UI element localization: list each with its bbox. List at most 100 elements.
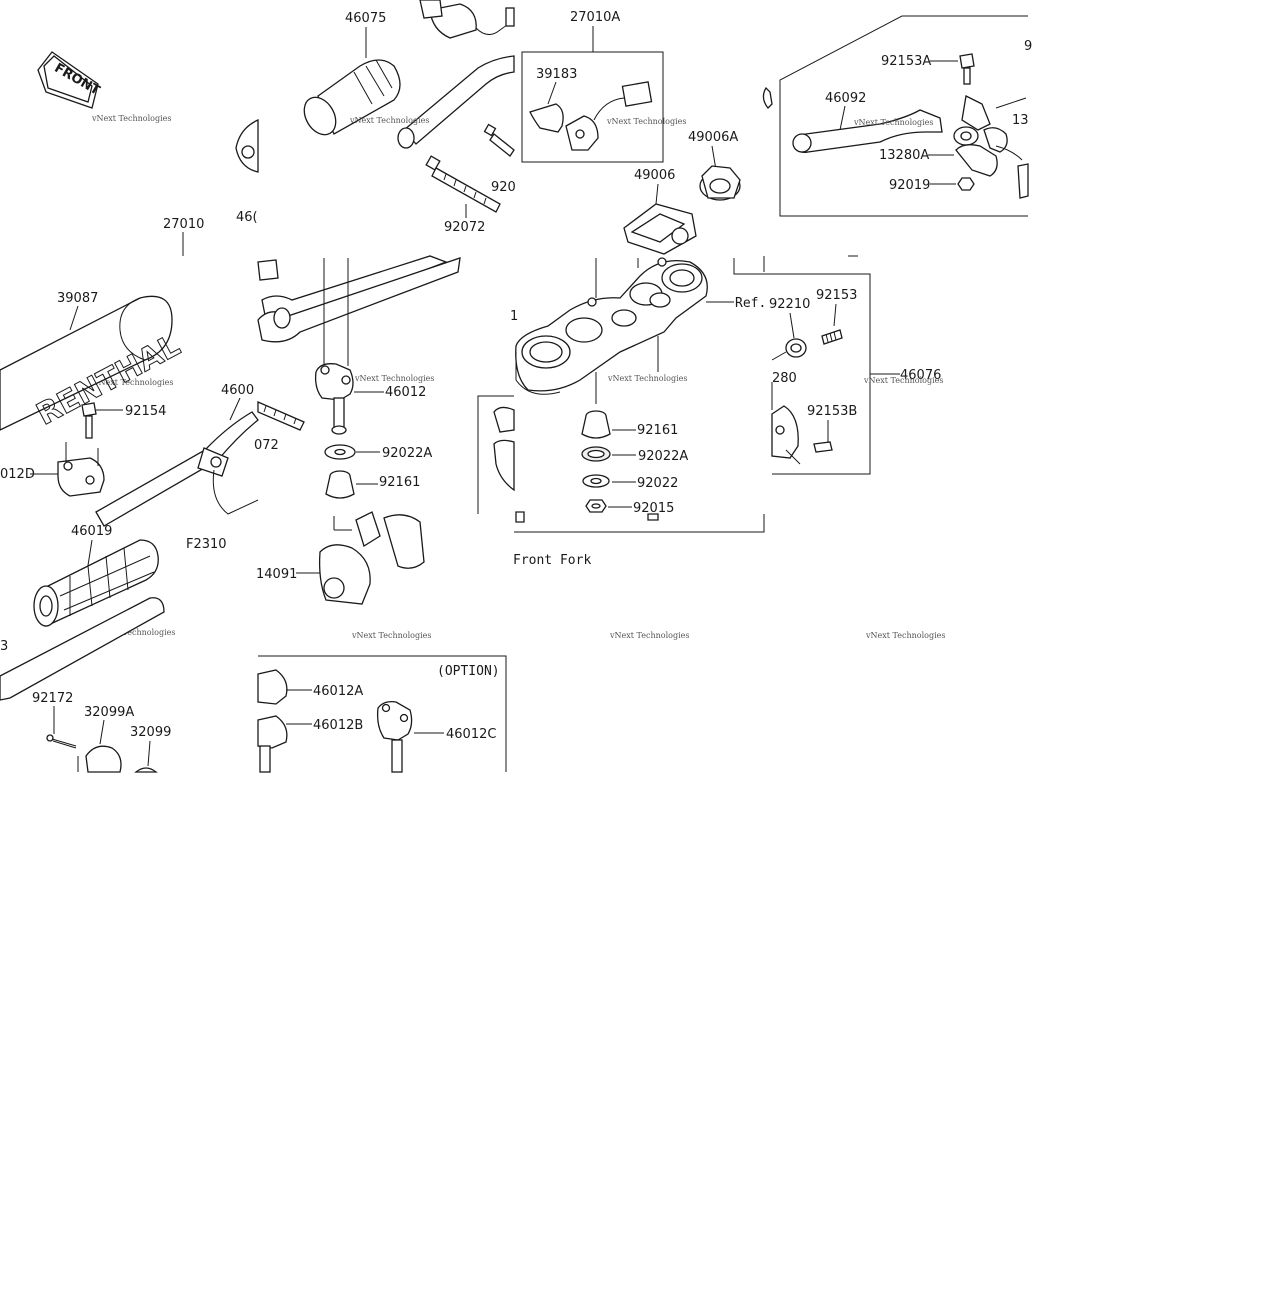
part-label-92022A: 92022A (382, 446, 432, 461)
part-label-46075: 46075 (345, 11, 386, 26)
watermark: vNext Technologies (91, 114, 171, 123)
part-label-39087: 39087 (57, 291, 98, 306)
holder-clamp (333, 511, 425, 569)
part-label-9: 9 (1024, 39, 1032, 54)
handlebar-pad (0, 295, 173, 431)
steering-nut-cap (699, 165, 741, 201)
rubber-bushing (325, 470, 355, 499)
cover (318, 544, 371, 605)
part-label-27010: 27010 (163, 217, 204, 232)
watermark: vNext Technologies (606, 117, 686, 126)
cable-guide (85, 745, 122, 773)
part-label-14091: 14091 (256, 567, 297, 582)
collar-icon (785, 338, 807, 358)
left-panel: FRONT vNext Technologies vNext Technolog… (0, 51, 279, 773)
front-fork-label: Front Fork (513, 553, 591, 568)
clamp-icon (57, 442, 105, 497)
part-label-13: 13 (1012, 113, 1029, 128)
lever-panel: 92153A 9 46092 vNext Technologies 13 132… (733, 15, 1032, 475)
washer (324, 444, 356, 460)
part-label-49006A: 49006A (688, 130, 738, 145)
option-label: (OPTION) (437, 664, 500, 679)
rubber-bushing (581, 410, 611, 439)
part-label-92154: 92154 (125, 404, 166, 419)
part-label-32099: 32099 (130, 725, 171, 740)
watermark: vNext Technologies (607, 374, 687, 383)
watermark: vNext Technologies (95, 628, 175, 637)
part-label-92161: 92161 (637, 423, 678, 438)
part-label-46076: 46076 (900, 368, 941, 383)
handlebar-riser (314, 363, 354, 435)
bolt-icon (821, 329, 843, 345)
watermark: vNext Technologies (865, 631, 945, 640)
clutch-lever (792, 109, 943, 154)
number-plate-bracket (623, 203, 697, 255)
part-label-46003: 4600 (221, 383, 254, 398)
switch-clamp (529, 103, 564, 133)
part-label-92072: 92072 (444, 220, 485, 235)
watermark: vNext Technologies (93, 378, 173, 387)
part-label-46x: 46( (236, 210, 258, 225)
throttle-grip (33, 539, 159, 627)
part-label-27010A: 27010A (570, 10, 620, 25)
lever-box (779, 15, 1028, 217)
part-label-46012C: 46012C (446, 727, 496, 742)
part-label-92172: 92172 (32, 691, 73, 706)
bolt-icon (813, 441, 833, 453)
switch-kit-box (521, 51, 664, 163)
part-label-3: 3 (0, 639, 8, 654)
option-box (258, 655, 507, 772)
part-label-92153B: 92153B (807, 404, 857, 419)
watermark: vNext Technologies (354, 374, 434, 383)
nut-icon (585, 499, 607, 513)
part-label-92019: 92019 (889, 178, 930, 193)
watermark: vNext Technologies (853, 118, 933, 127)
watermark: vNext Technologies (609, 631, 689, 640)
riser-option-b (257, 715, 288, 773)
bolt-icon (81, 402, 97, 439)
part-label-92153A: 92153A (881, 54, 931, 69)
ref-label: Ref. (735, 296, 766, 311)
part-label-072: 072 (254, 438, 279, 453)
riser-option-a (257, 669, 288, 705)
hot-start-holder (771, 405, 801, 465)
part-label-32099A: 32099A (84, 705, 134, 720)
front-arrow-icon (37, 51, 99, 109)
riser-option-c (376, 700, 413, 773)
part-label-46012A: 46012A (313, 684, 363, 699)
part-label-92161: 92161 (379, 475, 420, 490)
part-label-92022: 92022 (637, 476, 678, 491)
part-label-012D: 012D (0, 467, 35, 482)
part-label-46012: 46012 (385, 385, 426, 400)
part-label-46092: 46092 (825, 91, 866, 106)
part-label-92022A: 92022A (638, 449, 688, 464)
part-label-46019: 46019 (71, 524, 112, 539)
hot-start-box (733, 258, 871, 475)
part-label-1: 1 (510, 309, 518, 324)
lever-holder (953, 95, 1029, 199)
handlebar (95, 411, 259, 527)
watermark: vNext Technologies (349, 116, 429, 125)
screw-icon (46, 734, 77, 749)
part-label-13280A: 13280A (879, 148, 929, 163)
triple-clamp-panel: 27010A 39183 vNext Technologies 49006A 4… (477, 10, 945, 640)
washer (581, 446, 611, 462)
lower-stack-box (514, 514, 765, 533)
cable-tie-icon (483, 123, 515, 157)
part-label-39183: 39183 (536, 67, 577, 82)
nut-icon (957, 177, 975, 191)
switch-housing (419, 0, 515, 39)
upper-triple-clamp (515, 257, 708, 395)
upper-clamp-arms (257, 255, 461, 366)
part-label-92210: 92210 (769, 297, 810, 312)
cable-tie (425, 155, 501, 213)
bolt-icon (959, 53, 975, 85)
part-label-280: 280 (772, 371, 797, 386)
washer (582, 474, 610, 488)
figure-code: F2310 (186, 537, 227, 552)
center-panel: 46075 vNext Technologies 920 (256, 0, 516, 773)
part-label-92153: 92153 (816, 288, 857, 303)
handlebar-tube (403, 55, 515, 145)
